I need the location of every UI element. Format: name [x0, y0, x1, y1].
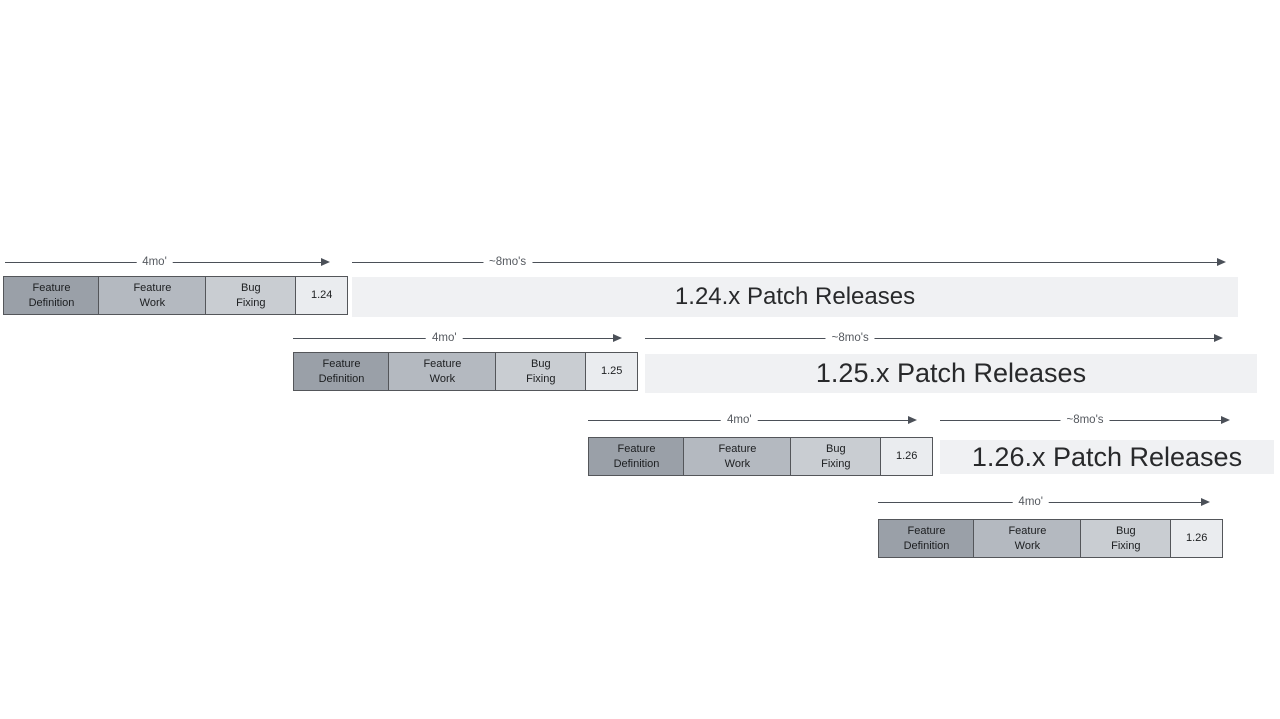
arrowhead-icon	[1221, 416, 1230, 424]
dev-duration-label: 4mo'	[426, 332, 463, 344]
arrow-line	[352, 262, 1221, 263]
patch-duration-arrow: ~8mo's	[645, 331, 1223, 347]
patch-duration-arrow: ~8mo's	[940, 413, 1230, 429]
phase-box-bug-fixing: Bug Fixing	[494, 352, 587, 391]
dev-duration-label: 4mo'	[136, 256, 173, 268]
arrowhead-icon	[1217, 258, 1226, 266]
patch-duration-label: ~8mo's	[825, 332, 875, 344]
release-cycle-boxes: Feature Definition Feature Work Bug Fixi…	[293, 352, 639, 391]
phase-box-feature-work: Feature Work	[98, 276, 207, 315]
patch-duration-label: ~8mo's	[483, 256, 533, 268]
dev-duration-arrow: 4mo'	[588, 413, 917, 429]
dev-duration-arrow: 4mo'	[5, 255, 330, 271]
phase-box-bug-fixing: Bug Fixing	[789, 437, 882, 476]
phase-box-feature-definition: Feature Definition	[3, 276, 100, 315]
version-box: 1.24	[295, 276, 349, 315]
phase-box-feature-work: Feature Work	[388, 352, 497, 391]
version-box: 1.26	[880, 437, 934, 476]
arrowhead-icon	[908, 416, 917, 424]
arrowhead-icon	[321, 258, 330, 266]
patch-duration-arrow: ~8mo's	[352, 255, 1226, 271]
patch-releases-bar: 1.24.x Patch Releases	[352, 277, 1238, 317]
phase-box-feature-definition: Feature Definition	[878, 519, 975, 558]
dev-duration-arrow: 4mo'	[293, 331, 622, 347]
release-cycle-boxes: Feature Definition Feature Work Bug Fixi…	[878, 519, 1224, 558]
release-cycle-boxes: Feature Definition Feature Work Bug Fixi…	[3, 276, 349, 315]
release-cycle-boxes: Feature Definition Feature Work Bug Fixi…	[588, 437, 934, 476]
phase-box-feature-work: Feature Work	[683, 437, 792, 476]
dev-duration-label: 4mo'	[1012, 496, 1050, 508]
patch-duration-label: ~8mo's	[1060, 414, 1110, 426]
dev-duration-label: 4mo'	[721, 414, 758, 426]
version-box: 1.26	[1170, 519, 1224, 558]
phase-box-feature-work: Feature Work	[973, 519, 1082, 558]
patch-releases-bar: 1.25.x Patch Releases	[645, 354, 1257, 393]
phase-box-feature-definition: Feature Definition	[293, 352, 390, 391]
phase-box-bug-fixing: Bug Fixing	[204, 276, 297, 315]
arrowhead-icon	[1201, 498, 1210, 506]
arrow-line	[645, 338, 1218, 339]
phase-box-feature-definition: Feature Definition	[588, 437, 685, 476]
phase-box-bug-fixing: Bug Fixing	[1079, 519, 1172, 558]
dev-duration-arrow: 4mo'	[878, 495, 1210, 511]
version-box: 1.25	[585, 352, 639, 391]
patch-releases-bar: 1.26.x Patch Releases	[940, 440, 1274, 474]
arrowhead-icon	[613, 334, 622, 342]
arrowhead-icon	[1214, 334, 1223, 342]
